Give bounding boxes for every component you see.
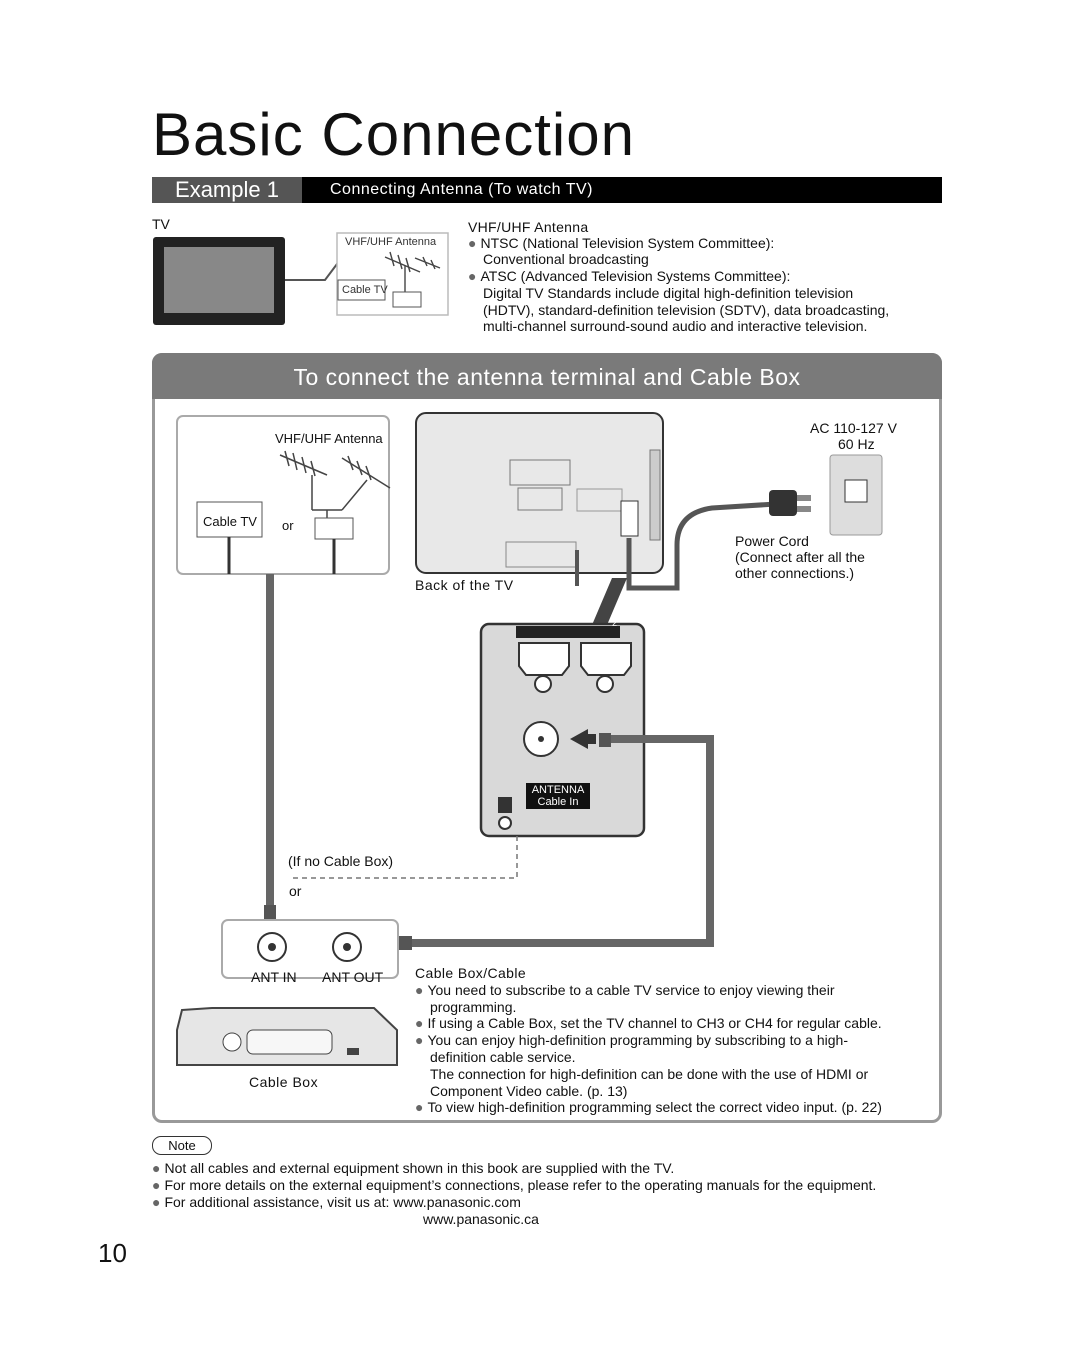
antenna-info-line: (HDTV), standard-definition television (… <box>483 302 890 318</box>
cable-box-note: Component Video cable. (p. 13) <box>430 1083 628 1099</box>
antenna-terminal-label: ANTENNA <box>531 784 585 796</box>
power-cord-note: (Connect after all the <box>735 549 865 565</box>
cable-box-note: programming. <box>430 999 517 1015</box>
cable-box-note: The connection for high-definition can b… <box>430 1066 869 1082</box>
page-title: Basic Connection <box>152 101 635 168</box>
tv-back-illustration <box>415 412 664 574</box>
antenna-info-line: Conventional broadcasting <box>483 251 649 267</box>
panel-header: To connect the antenna terminal and Cabl… <box>152 353 942 399</box>
antenna-box <box>176 415 391 575</box>
connection-diagram <box>176 412 883 1066</box>
cable-box-illustration <box>176 1007 398 1066</box>
antenna-info-line: Digital TV Standards include digital hig… <box>483 285 854 301</box>
tv-label: TV <box>152 216 170 232</box>
cable-tv-mini-label: Cable TV <box>342 284 388 296</box>
note-item: For additional assistance, visit us at: … <box>152 1194 520 1211</box>
note-item: Not all cables and external equipment sh… <box>152 1160 674 1177</box>
cable-box-label: Cable Box <box>249 1074 319 1090</box>
port-number: 2 <box>612 618 618 628</box>
antenna-info-line: NTSC (National Television System Committ… <box>468 235 774 252</box>
ant-out-label: ANT OUT <box>322 969 384 985</box>
if-no-cable-box-label: (If no Cable Box) <box>288 853 394 869</box>
page-number: 10 <box>98 1238 127 1268</box>
or-label: or <box>282 518 294 533</box>
cable-box-heading: Cable Box/Cable <box>415 965 527 981</box>
power-cord-label: Power Cord <box>735 533 809 549</box>
note-url: www.panasonic.ca <box>423 1211 539 1227</box>
antenna-mini-box <box>336 232 449 316</box>
antenna-mini-label: VHF/UHF Antenna <box>345 236 437 248</box>
hz-label: 60 Hz <box>838 436 875 452</box>
antenna-info-line: multi-channel surround-sound audio and i… <box>483 318 868 334</box>
cable-box-note: If using a Cable Box, set the TV channel… <box>415 1015 881 1032</box>
cable-in-label: Cable In <box>537 796 579 808</box>
tv-icon <box>153 237 285 325</box>
note-item: For more details on the external equipme… <box>152 1177 876 1194</box>
terminal-panel <box>479 622 646 838</box>
cable-box-note: definition cable service. <box>430 1049 576 1065</box>
cable-box-note: To view high-definition programming sele… <box>415 1099 881 1116</box>
antenna-info-line: ATSC (Advanced Television Systems Commit… <box>468 268 790 285</box>
cable-box-note: You need to subscribe to a cable TV serv… <box>415 982 834 999</box>
back-of-tv-label: Back of the TV <box>415 577 514 593</box>
ant-in-label: ANT IN <box>251 969 297 985</box>
example-subtitle: Connecting Antenna (To watch TV) <box>330 181 593 198</box>
antenna-info-heading: VHF/UHF Antenna <box>468 219 589 235</box>
power-cord-note: other connections.) <box>735 565 855 581</box>
top-diagram <box>153 232 449 325</box>
antenna-label: VHF/UHF Antenna <box>275 431 383 446</box>
cable-box-note: You can enjoy high-definition programmin… <box>415 1032 848 1049</box>
cable-box-jacks <box>221 919 399 979</box>
or-label-2: or <box>289 883 302 899</box>
power-plug <box>769 490 811 516</box>
cable-tv-label: Cable TV <box>203 514 257 529</box>
example-label: Example 1 <box>152 177 302 203</box>
ac-voltage-label: AC 110-127 V <box>810 420 897 436</box>
wall-outlet <box>829 454 883 536</box>
note-badge: Note <box>152 1136 212 1155</box>
